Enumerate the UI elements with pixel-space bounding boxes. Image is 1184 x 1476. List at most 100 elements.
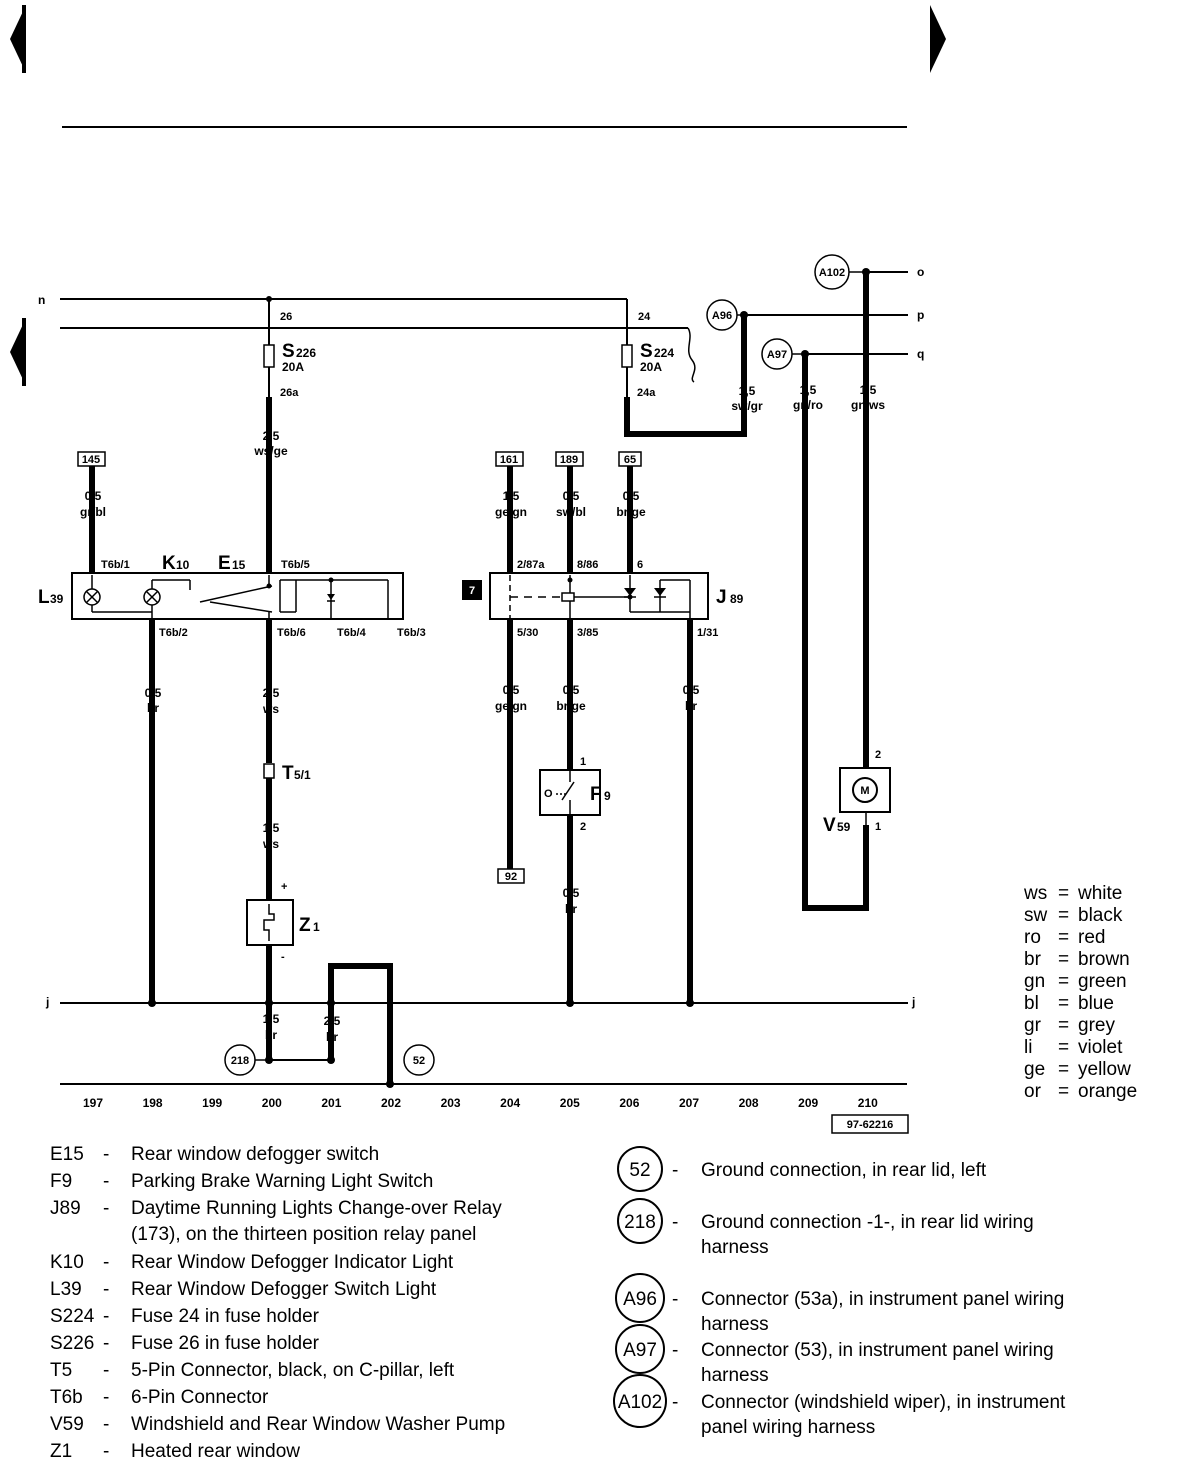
column-number: 206 <box>619 1096 639 1110</box>
legend-dash: - <box>103 1441 109 1462</box>
legend-dash: - <box>103 1333 109 1354</box>
svg-text:2: 2 <box>580 821 586 833</box>
pump-v59[interactable]: M V 59 2 1 <box>823 749 891 836</box>
svg-text:1,5: 1,5 <box>503 489 520 503</box>
legend-desc: 5-Pin Connector, black, on C-pillar, lef… <box>131 1360 455 1381</box>
legend-dash: - <box>672 1392 678 1413</box>
svg-text:A96: A96 <box>712 310 732 322</box>
ref-box-65[interactable]: 65 <box>618 451 642 467</box>
legend-connector-code: A96 <box>623 1289 657 1310</box>
ground-218[interactable]: 218 <box>224 1044 335 1076</box>
svg-text:br/ge: br/ge <box>616 505 646 519</box>
svg-text:1,5: 1,5 <box>800 383 817 397</box>
svg-text:T6b/1: T6b/1 <box>101 559 130 571</box>
svg-text:p: p <box>917 308 924 322</box>
svg-text:br: br <box>265 1028 277 1042</box>
rail-j: j j <box>45 995 915 1009</box>
color-code: ge <box>1024 1059 1045 1080</box>
connector-a102[interactable]: A102 <box>814 254 850 290</box>
svg-text:224: 224 <box>654 346 674 360</box>
connector-a97[interactable]: A97 <box>761 338 793 370</box>
svg-text:S: S <box>640 341 653 362</box>
svg-text:226: 226 <box>296 346 316 360</box>
svg-text:+: + <box>281 881 287 893</box>
legend-dash: - <box>672 1212 678 1233</box>
legend-dash: - <box>103 1414 109 1435</box>
svg-text:5/1: 5/1 <box>294 768 311 782</box>
svg-text:gn/ro: gn/ro <box>793 398 823 412</box>
color-equals: = <box>1058 993 1069 1014</box>
connector-a96[interactable]: A96 <box>706 299 738 331</box>
svg-text:sw/bl: sw/bl <box>556 505 586 519</box>
legend-desc: Parking Brake Warning Light Switch <box>131 1171 433 1192</box>
legend-dash: - <box>103 1144 109 1165</box>
ref-box-7[interactable]: 7 <box>462 580 482 600</box>
color-equals: = <box>1058 1081 1069 1102</box>
connector-t5-1: T 5/1 <box>263 763 311 784</box>
rail-q: q <box>805 347 924 361</box>
heated-window-z1[interactable]: Z 1 + - <box>246 881 320 963</box>
column-number: 203 <box>441 1096 461 1110</box>
legend-connector-icon <box>617 1198 663 1244</box>
color-name: grey <box>1078 1015 1115 1036</box>
legend-dash: - <box>103 1198 109 1219</box>
color-equals: = <box>1058 927 1069 948</box>
svg-text:2,5: 2,5 <box>263 429 280 443</box>
svg-text:20A: 20A <box>282 360 304 374</box>
color-equals: = <box>1058 1059 1069 1080</box>
thick-wires <box>89 271 869 1087</box>
legend-code: J89 <box>50 1198 81 1219</box>
switch-assembly-e15[interactable]: L 39 K 10 E 15 T6b/1 T6b/5 T6b/2 T6b/6 T… <box>38 553 426 639</box>
legend-dash: - <box>103 1306 109 1327</box>
next-page-arrow-icon[interactable] <box>930 5 946 73</box>
svg-text:65: 65 <box>624 454 636 466</box>
svg-text:0,5: 0,5 <box>623 489 640 503</box>
color-code: gr <box>1024 1015 1042 1036</box>
legend-desc: Daytime Running Lights Change-over Relay <box>131 1198 502 1219</box>
svg-text:A102: A102 <box>819 267 845 279</box>
color-code: ro <box>1024 927 1041 948</box>
color-name: blue <box>1078 993 1114 1014</box>
color-name: black <box>1078 905 1123 926</box>
svg-text:br/ge: br/ge <box>556 699 586 713</box>
figure-id-box: 97-62216 <box>831 1114 909 1134</box>
svg-text:2,5: 2,5 <box>263 686 280 700</box>
column-number: 209 <box>798 1096 818 1110</box>
legend-connector-code: A97 <box>623 1340 657 1361</box>
column-number: 210 <box>858 1096 878 1110</box>
legend-desc: Rear window defogger switch <box>131 1144 379 1165</box>
switch-f9[interactable]: O F 9 1 2 <box>539 756 611 833</box>
ref-box-92[interactable]: 92 <box>497 868 525 884</box>
ref-box-145[interactable]: 145 <box>77 451 106 467</box>
column-number: 205 <box>560 1096 580 1110</box>
legend-code: F9 <box>50 1171 72 1192</box>
ref-box-161[interactable]: 161 <box>495 451 524 467</box>
column-number: 204 <box>500 1096 520 1110</box>
legend-desc: 6-Pin Connector <box>131 1387 269 1408</box>
legend-connector-code: 218 <box>624 1212 656 1233</box>
legend-connector-code: A102 <box>618 1392 662 1413</box>
svg-text:0,5: 0,5 <box>85 489 102 503</box>
legend-code: T6b <box>50 1387 83 1408</box>
svg-text:j: j <box>911 995 915 1009</box>
svg-text:7: 7 <box>469 585 475 597</box>
svg-text:T: T <box>282 763 294 784</box>
svg-text:1: 1 <box>313 920 320 934</box>
svg-text:S: S <box>282 341 295 362</box>
svg-text:5/30: 5/30 <box>517 627 538 639</box>
ref-box-189[interactable]: 189 <box>555 451 584 467</box>
legend-connector-desc-cont: harness <box>701 1365 769 1386</box>
ground-52[interactable]: 52 <box>403 1044 435 1076</box>
svg-text:0,5: 0,5 <box>563 489 580 503</box>
legend-desc: Windshield and Rear Window Washer Pump <box>131 1414 505 1435</box>
relay-j89[interactable]: J 89 2/87a 8/86 6 5/30 3/85 1/31 <box>489 559 744 639</box>
svg-text:1,5: 1,5 <box>263 821 280 835</box>
svg-text:q: q <box>917 347 924 361</box>
svg-text:gr/bl: gr/bl <box>80 505 106 519</box>
legend-desc: Fuse 24 in fuse holder <box>131 1306 320 1327</box>
legend-connector-desc-cont: harness <box>701 1314 769 1335</box>
svg-text:O: O <box>544 788 553 800</box>
svg-text:8/86: 8/86 <box>577 559 598 571</box>
svg-text:T6b/4: T6b/4 <box>337 627 367 639</box>
legend-desc: Heated rear window <box>131 1441 300 1462</box>
